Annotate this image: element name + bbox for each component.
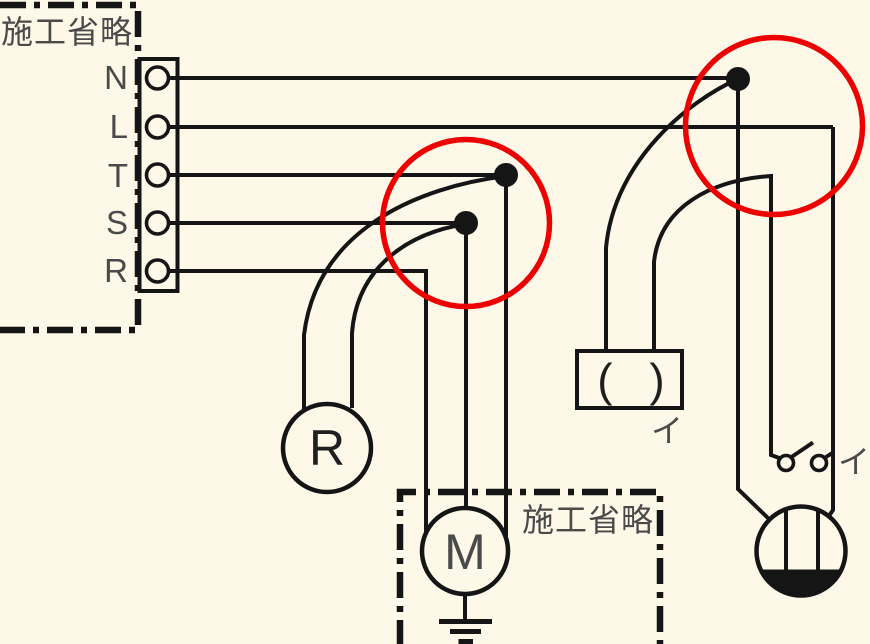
curve-s-to-lamp-receptacle [350,222,467,408]
terminal-screw-r [144,258,171,284]
terminal-label-s: S [106,204,128,241]
lamp-receptacle-wires [302,174,507,410]
highlight-circle-right [682,34,866,218]
terminal-label-n: N [104,59,128,96]
motor-omitted-label: 施工省略 [522,502,654,538]
ceiling-fixture-box [575,349,684,410]
feed-wires [168,76,833,533]
waterproof-socket-base-fill [760,569,842,596]
curve-switch-to-ceiling-fixture [652,173,782,461]
ceiling-fixture-circuit-label: イ [651,413,683,449]
motor-omitted-region: 施工省略 [396,488,664,644]
motor-letter: M [444,524,486,580]
terminal-label-t: T [108,157,128,194]
terminal-block: N L T S R [104,57,180,293]
junction-dot-t [494,163,518,187]
right-side-wires [604,77,835,521]
ceiling-fixture-symbol: ( ) [597,354,676,406]
switch-circuit-label: イ [838,444,870,480]
wire-r-to-motor [168,269,428,533]
curve-n-to-ceiling-fixture [604,77,739,351]
waterproof-socket [754,504,848,598]
highlight-circle-left [379,136,553,310]
junction-dots [454,67,750,235]
lamp-receptacle-letter: R [309,420,345,476]
switch-contact-right [809,453,829,473]
wire-n-to-socket [736,79,771,521]
motor-omitted-border [396,488,664,644]
junction-dot-n [726,67,750,91]
highlight-annotations [379,34,866,310]
terminal-screw-t [144,162,171,188]
motor: M [419,505,511,644]
switch-contact-left [776,453,796,473]
terminal-screw-s [144,210,171,236]
curve-t-to-lamp-receptacle [302,174,507,410]
terminal-screw-n [144,65,171,91]
source-omitted-label: 施工省略 [1,14,133,50]
ground-symbol [439,594,492,644]
lamp-receptacle: R [280,401,374,495]
ceiling-fixture: ( ) イ [575,349,684,449]
lamp-receptacle-circle [280,401,374,495]
switch-lever [790,440,815,459]
motor-branch-wires [464,175,508,538]
terminal-screw-l [144,114,171,140]
terminal-label-l: L [110,108,128,145]
terminal-label-r: R [104,252,128,289]
junction-dot-s [454,211,478,235]
switch: イ [776,440,870,480]
